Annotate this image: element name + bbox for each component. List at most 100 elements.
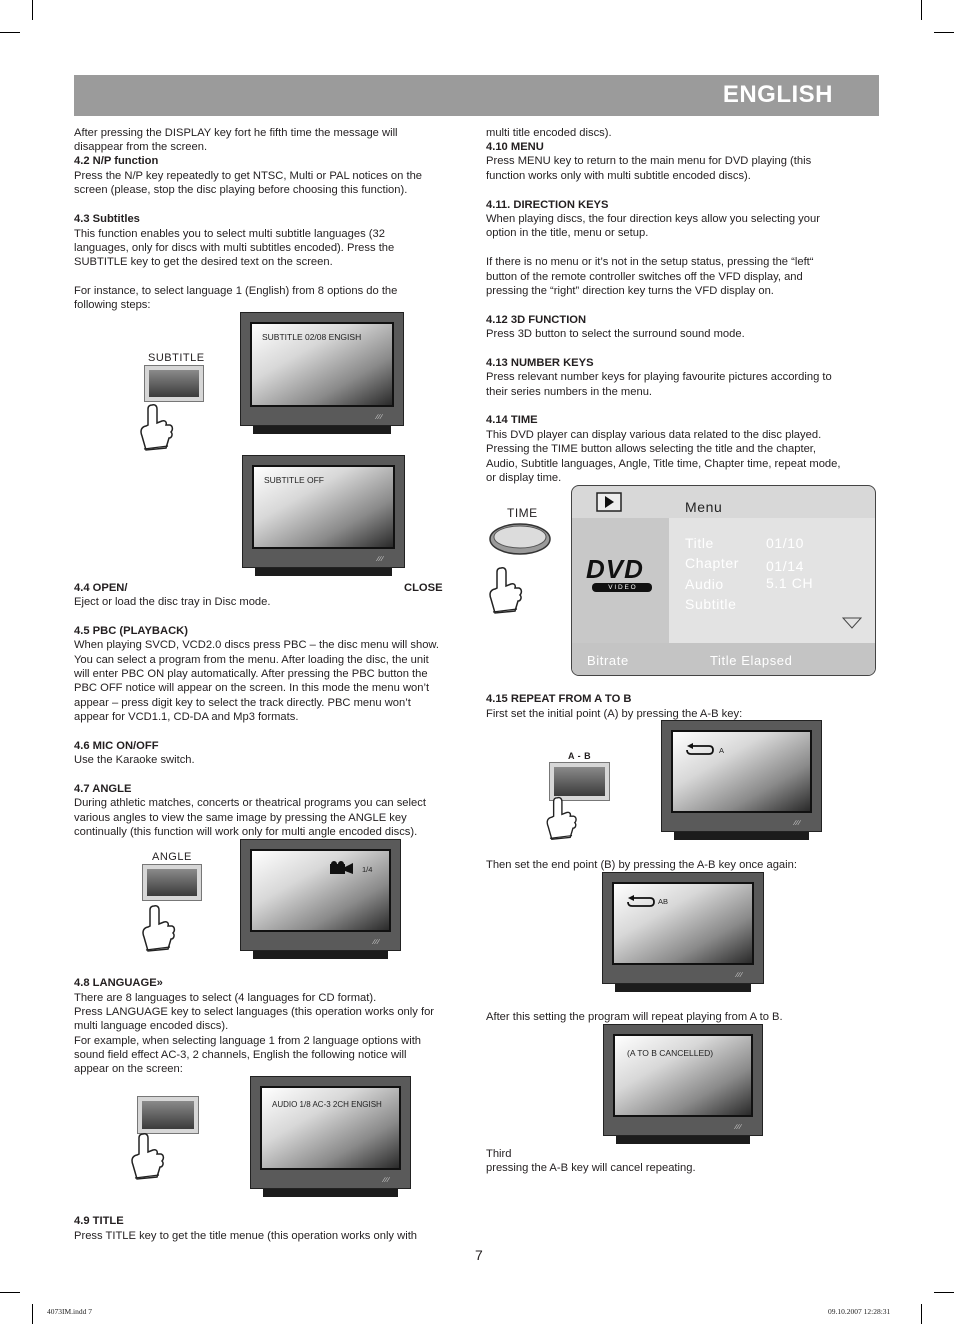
section-heading: 4.5 PBC (PLAYBACK): [74, 625, 188, 637]
section-heading: 4.10 MENU: [486, 141, 544, 153]
tv-logo: ∕∕∕: [383, 1177, 390, 1184]
paragraph-line: option in the title, menu or setup.: [486, 227, 649, 239]
crop-mark: [934, 1292, 954, 1293]
paragraph-line: This function enables you to select mult…: [74, 228, 385, 240]
paragraph-line: For example, when selecting language 1 f…: [74, 1035, 422, 1047]
paragraph-line: Press 3D button to select the surround s…: [486, 328, 745, 340]
audio-value: 5.1 CH: [766, 575, 814, 591]
paragraph-line: appear – press digit key to select the t…: [74, 697, 411, 709]
section-heading: 4.9 TITLE: [74, 1215, 124, 1227]
paragraph-line: After this setting the program will repe…: [486, 1011, 783, 1023]
tv-logo: ∕∕∕: [736, 972, 743, 979]
tv-screen-subtitle-2: SUBTITLE OFF ∕∕∕: [242, 455, 405, 576]
osd-text: SUBTITLE 02/08 ENGISH: [262, 332, 362, 342]
paragraph-line: pressing the A-B key will cancel repeati…: [486, 1162, 696, 1174]
paragraph-line: Third: [486, 1148, 512, 1160]
title-elapsed-label: Title Elapsed: [710, 653, 793, 668]
paragraph-line: Press relevant number keys for playing f…: [486, 371, 832, 383]
paragraph-line: multi title encoded discs).: [486, 127, 612, 139]
paragraph-line: This DVD player can display various data…: [486, 429, 822, 441]
paragraph-line: various angles to view the same image by…: [74, 812, 407, 824]
title-value: 01/10: [766, 535, 805, 551]
paragraph-line: disappear from the screen.: [74, 141, 208, 153]
bitrate-label: Bitrate: [587, 653, 629, 668]
tv-screen-subtitle-1: SUBTITLE 02/08 ENGISH ∕∕∕: [240, 312, 404, 434]
paragraph-line: Pressing the TIME button allows selectin…: [486, 443, 817, 455]
section-heading: CLOSE: [404, 582, 443, 594]
paragraph-line: Use the Karaoke switch.: [74, 754, 195, 766]
subtitle-key-label: SUBTITLE: [148, 352, 205, 364]
header-banner: ENGLISH: [74, 75, 879, 116]
tv-screen-repeat-a: A ∕∕∕: [661, 720, 822, 840]
angle-key-label: ANGLE: [152, 851, 192, 863]
paragraph-line: will enter PBC ON play automatically. Af…: [74, 668, 428, 680]
footer-date: 09.10.2007 12:28:31: [828, 1307, 891, 1316]
paragraph-line: Audio, Subtitle languages, Angle, Title …: [486, 458, 841, 470]
crop-mark: [921, 1304, 922, 1324]
tv-logo: ∕∕∕: [376, 414, 383, 421]
menu-item-audio: Audio: [685, 576, 724, 592]
paragraph-line: You can select a program from the menu. …: [74, 654, 429, 666]
tv-screen-angle: 1/4 ∕∕∕: [240, 839, 401, 959]
play-icon: [596, 492, 622, 512]
hand-pointer-icon: [489, 567, 523, 614]
dvd-logo: DVD V I D E O: [586, 554, 661, 592]
footer-file: 4073IM.indd 7: [47, 1307, 92, 1316]
angle-readout: 1/4: [362, 865, 373, 874]
paragraph-line: function works only with multi subtitle …: [486, 170, 751, 182]
section-heading: 4.6 MIC ON/OFF: [74, 740, 159, 752]
tv-logo: ∕∕∕: [373, 939, 380, 946]
hand-pointer-icon: [131, 1133, 165, 1180]
section-heading: 4.14 TIME: [486, 414, 538, 426]
paragraph-line: PBC OFF notice will appear on the screen…: [74, 682, 430, 694]
osd-text: (A TO B CANCELLED): [627, 1048, 714, 1058]
section-heading: 4.12 3D FUNCTION: [486, 314, 587, 326]
tv-logo: ∕∕∕: [377, 556, 384, 563]
paragraph-line: or display time.: [486, 472, 562, 484]
crop-mark: [0, 1292, 20, 1293]
tv-screen-repeat-cancel: (A TO B CANCELLED) ∕∕∕: [603, 1024, 763, 1144]
osd-text: AB: [658, 897, 669, 906]
menu-item-subtitle: Subtitle: [685, 596, 737, 612]
repeat-icon: [627, 895, 655, 907]
section-heading: 4.2 N/P function: [74, 155, 159, 167]
section-heading: 4.8 LANGUAGE»: [74, 977, 163, 989]
section-heading: 4.15 REPEAT FROM A TO B: [486, 693, 632, 705]
paragraph-line: When playing SVCD, VCD2.0 discs press PB…: [74, 639, 439, 651]
ab-key-label: A - B: [568, 751, 592, 761]
crop-mark: [32, 1304, 33, 1324]
crop-mark: [0, 32, 20, 33]
section-heading: 4.7 ANGLE: [74, 783, 132, 795]
section-heading: 4.3 Subtitles: [74, 213, 140, 225]
paragraph-line: button of the remote controller switches…: [486, 271, 803, 283]
angle-key: [143, 865, 201, 900]
crop-mark: [32, 0, 33, 20]
osd-text: A: [719, 746, 725, 755]
paragraph-line: For instance, to select language 1 (Engl…: [74, 285, 398, 297]
paragraph-line: Then set the end point (B) by pressing t…: [486, 859, 797, 871]
paragraph-line: After pressing the DISPLAY key fort he f…: [74, 127, 398, 139]
paragraph-line: When playing discs, the four direction k…: [486, 213, 820, 225]
language-key: [138, 1097, 198, 1133]
paragraph-line: Press TITLE key to get the title menue (…: [74, 1230, 418, 1242]
menu-item-chapter: Chapter: [685, 555, 740, 571]
tv-logo: ∕∕∕: [794, 820, 801, 827]
tv-logo: ∕∕∕: [735, 1124, 742, 1131]
paragraph-line: If there is no menu or it’s not in the s…: [486, 256, 814, 268]
paragraph-line: languages, only for discs with multi sub…: [74, 242, 395, 254]
tv-screen-repeat-ab: AB ∕∕∕: [602, 872, 764, 992]
camera-icon: [330, 861, 353, 874]
paragraph-line: Press the N/P key repeatedly to get NTSC…: [74, 170, 423, 182]
page-number: 7: [475, 1247, 483, 1263]
paragraph-line: screen (please, stop the disc playing be…: [74, 184, 408, 196]
paragraph-line: appear on the screen:: [74, 1063, 183, 1075]
ab-key: [550, 763, 609, 800]
crop-mark: [934, 32, 954, 33]
paragraph-line: SUBTITLE key to get the desired text on …: [74, 256, 333, 268]
paragraph-line: Press MENU key to return to the main men…: [486, 155, 812, 167]
osd-text: SUBTITLE OFF: [264, 475, 324, 485]
paragraph-line: continually (this function will work onl…: [74, 826, 418, 838]
paragraph-line: Eject or load the disc tray in Disc mode…: [74, 596, 271, 608]
paragraph-line: sound field effect AC-3, 2 channels, Eng…: [74, 1049, 407, 1061]
osd-text: AUDIO 1/8 AC-3 2CH ENGISH: [272, 1100, 382, 1109]
